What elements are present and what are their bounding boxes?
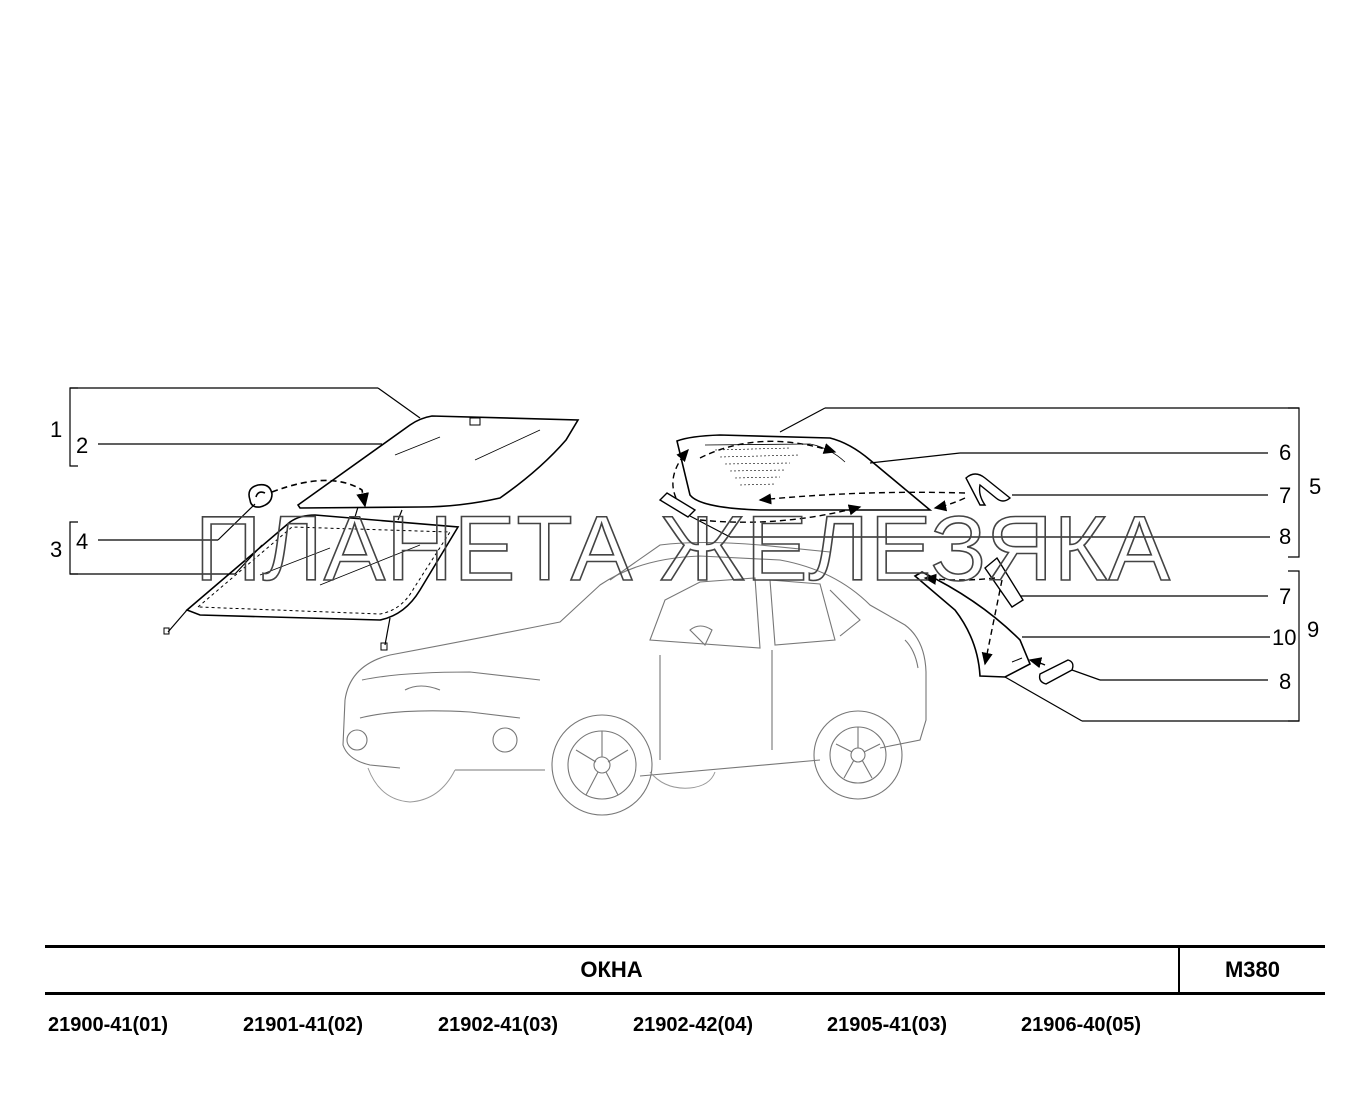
callout-2: 2 [76,433,88,458]
model-code: 21902-41(03) [438,1014,559,1036]
callout-3: 3 [50,537,62,562]
leader-lines [69,387,1300,722]
model-codes-row: 21900-41(01) 21901-41(02) 21902-41(03) 2… [48,1014,1298,1044]
quarter-arrow-3 [1028,657,1046,669]
quarter-arrow-1 [923,573,996,585]
callout-4: 4 [76,529,88,554]
rear-window-bracket [965,473,1012,506]
title-divider [1178,948,1180,992]
model-code: 21906-40(05) [1021,1014,1142,1036]
callout-7-lower: 7 [1279,584,1291,609]
title-block: ОКНА M380 [45,945,1325,995]
section-code: M380 [1224,957,1281,982]
far-wheel [367,767,716,803]
windshield-glass [296,415,580,509]
callout-8-top: 8 [1279,524,1291,549]
section-title: ОКНА [580,957,643,982]
watermark: ПЛАНЕТА ЖЕЛЕЗЯКА [195,498,1171,600]
callout-6: 6 [1279,440,1291,465]
quarter-arrow-2 [981,579,1003,666]
model-code: 21905-41(03) [827,1014,948,1036]
mirror-mount-clip [248,483,273,508]
front-wheel [551,714,653,816]
rear-arrow-bottom [699,504,862,523]
callout-9: 9 [1307,617,1319,642]
car-outline [342,541,927,777]
rear-arrow-right1 [758,491,966,505]
rear-window-spacer [658,492,697,518]
model-code: 21901-41(02) [243,1014,364,1036]
model-code: 21900-41(01) [48,1014,169,1036]
quarter-window-spacer [1038,659,1074,685]
rear-arrow-left [672,448,689,499]
rear-arrow-top [699,440,837,459]
mount-arrow [271,479,369,508]
quarter-window-bracket [984,556,1024,608]
quarter-window-glass [913,571,1032,678]
callout-5: 5 [1309,474,1321,499]
model-code: 21902-42(04) [633,1014,754,1036]
callout-8-lower: 8 [1279,669,1291,694]
windshield-assembly [163,506,460,651]
rear-wheel [813,710,903,800]
callout-10: 10 [1272,625,1296,650]
callout-1: 1 [50,417,62,442]
callout-7-top: 7 [1279,483,1291,508]
rear-arrow-right2 [933,497,966,512]
rear-window-glass [676,434,933,511]
